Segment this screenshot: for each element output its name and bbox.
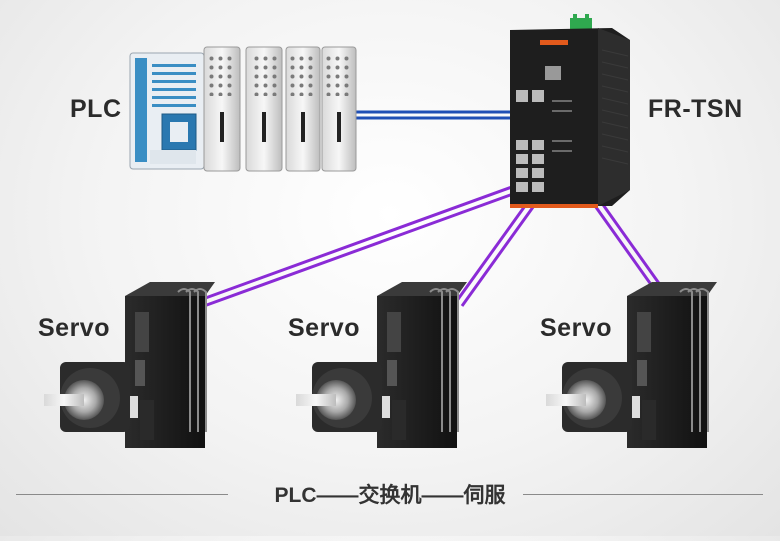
switch-label: FR-TSN: [648, 95, 743, 123]
plc-rack-icon: [129, 46, 357, 172]
industrial-switch-icon: [510, 14, 630, 208]
servo-drive-icon: [627, 282, 717, 448]
servo-label-2: Servo: [288, 314, 360, 342]
diagram-caption: PLC——交换机——伺服: [0, 479, 780, 509]
servo-motor-icon-2: [296, 362, 382, 432]
servo-drive-icon: [125, 282, 215, 448]
servo-link-1: [199, 182, 525, 308]
servo-label-3: Servo: [540, 314, 612, 342]
servo-drive-icon: [377, 282, 467, 448]
caption-divider-left: [16, 494, 228, 495]
plc-label: PLC: [70, 95, 122, 123]
caption-text: PLC——交换机——伺服: [274, 484, 506, 507]
servo-motor-icon-3: [546, 362, 632, 432]
plc-link: [352, 110, 520, 120]
servo-link-2: [454, 191, 543, 307]
caption-divider-right: [523, 494, 763, 495]
servo-motor-icon-1: [44, 362, 130, 432]
servo-link-3: [586, 191, 670, 301]
servo-label-1: Servo: [38, 314, 110, 342]
